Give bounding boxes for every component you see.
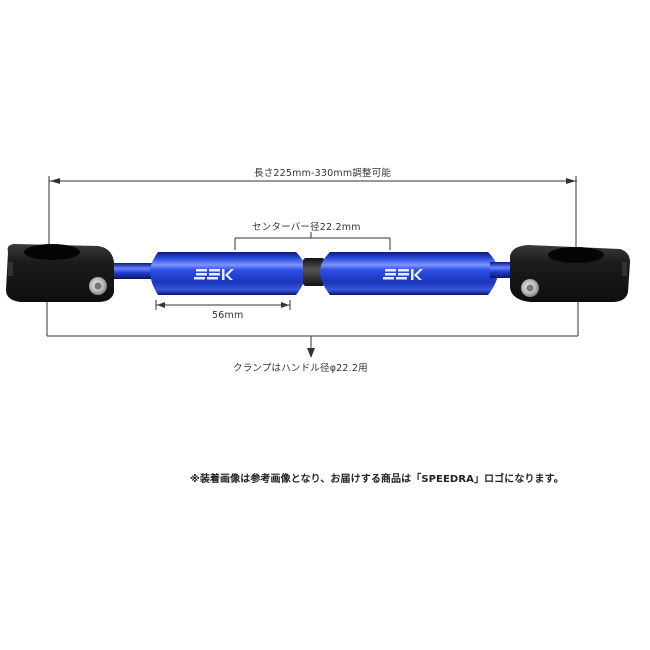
tube-length-dimension [155, 300, 291, 310]
center-bar-bracket [234, 232, 391, 250]
overall-length-dimension [48, 176, 577, 250]
logo-right [383, 269, 423, 280]
clamp-bracket [46, 302, 579, 358]
left-clamp [6, 244, 114, 302]
clamp-fit-label: クランプはハンドル径φ22.2用 [233, 363, 368, 374]
center-joint [303, 258, 325, 286]
logo-left [194, 269, 234, 280]
tube-length-label: 56mm [212, 310, 244, 321]
footnote: ※装着画像は参考画像となり、お届けする商品は「SPEEDRA」ロゴになります。 [190, 474, 564, 485]
overall-length-label: 長さ225mm-330mm調整可能 [252, 165, 394, 179]
right-tube [320, 252, 530, 295]
right-clamp [510, 245, 630, 302]
center-bar-diameter-label: センターバー径22.2mm [252, 222, 361, 233]
